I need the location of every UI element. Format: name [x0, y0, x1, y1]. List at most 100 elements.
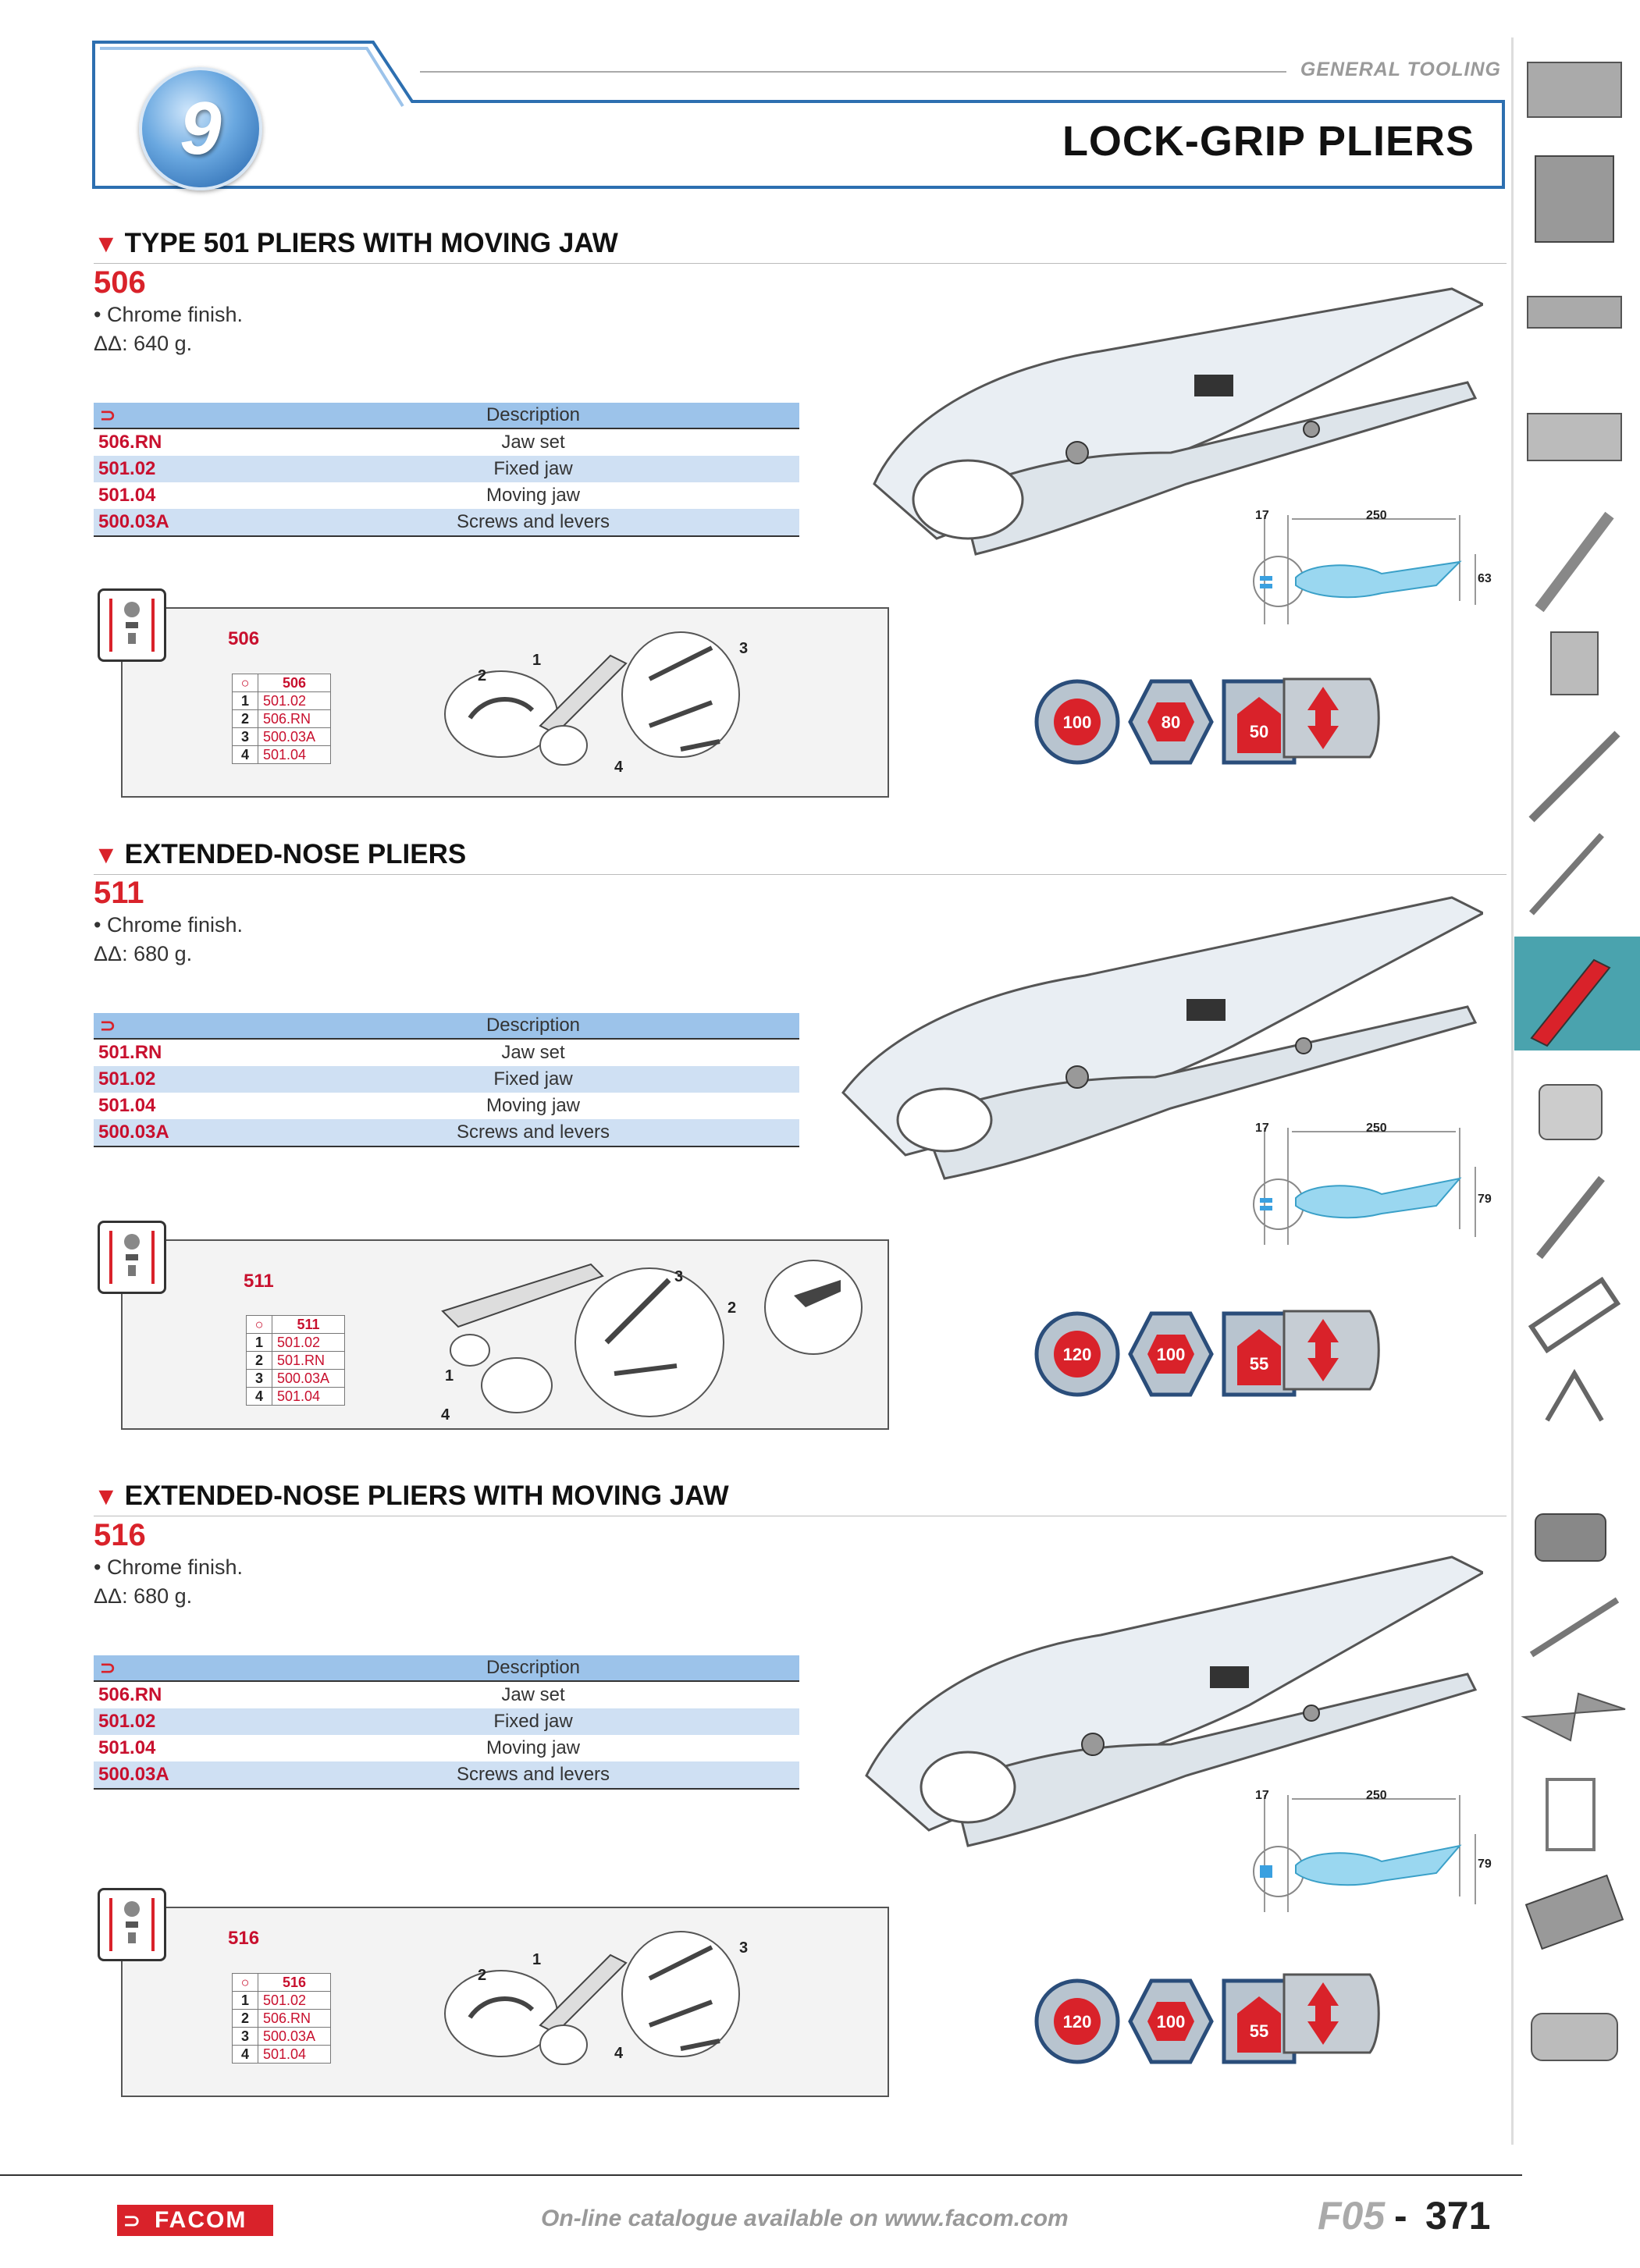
- dimension-length: 250: [1366, 1789, 1387, 1802]
- product-finish: • Chrome finish.: [94, 913, 244, 937]
- dimension-diagram-506: [1253, 515, 1476, 624]
- screwdriver-icon: [1528, 731, 1620, 823]
- impact-wrench-icon: [1535, 1513, 1606, 1562]
- car-icon: [1531, 2013, 1618, 2061]
- pliers-516-image: [865, 1555, 1483, 1847]
- spare-icon-cell: ○: [232, 674, 258, 692]
- product-code: 516: [94, 1518, 146, 1552]
- callout-2: 2: [478, 1967, 487, 1984]
- circuit-icon: [1524, 1874, 1624, 1950]
- product-weight: ΔΔ: 680 g.: [94, 1584, 193, 1608]
- dimension-length: 250: [1366, 509, 1387, 522]
- torque-wrench-icon: [1529, 1597, 1620, 1658]
- flat-capacity-icon: [1237, 1329, 1281, 1385]
- callout-4: 4: [614, 759, 624, 776]
- callout-2: 2: [478, 667, 487, 684]
- product-finish: • Chrome finish.: [94, 1555, 244, 1579]
- round-capacity-icon: [1054, 1998, 1101, 2045]
- hex-capacity-icon: [1147, 2002, 1194, 2041]
- facom-mark-icon: ⊃: [123, 2209, 142, 2232]
- hex-key-icon: [1529, 833, 1604, 915]
- dimension-height: 79: [1478, 1193, 1492, 1206]
- pliers-511-image: [841, 896, 1483, 1180]
- svg-text:120: 120: [1063, 1345, 1092, 1364]
- catalog-code: F05: [1318, 2194, 1386, 2238]
- header-frame: [92, 41, 1505, 189]
- dimension-length: 250: [1366, 1122, 1387, 1135]
- callout-3: 3: [739, 640, 749, 657]
- capacity-badges-511: 120 100 55: [1034, 1311, 1297, 1397]
- svg-text:100: 100: [1157, 2012, 1186, 2032]
- triangle-marker-icon: ▼: [94, 229, 119, 258]
- svg-text:100: 100: [1063, 713, 1092, 732]
- capacity-badges-516: 120 100 55: [1034, 1978, 1297, 2064]
- footer-rule: [0, 2174, 1522, 2176]
- svg-text:120: 120: [1063, 2012, 1092, 2032]
- flat-capacity-icon: [1237, 1996, 1281, 2053]
- svg-text:100: 100: [1157, 1345, 1186, 1364]
- hammer-icon: [1536, 1175, 1605, 1260]
- dimension-height: 79: [1478, 1857, 1492, 1871]
- section-divider: [94, 874, 1507, 875]
- round-capacity-icon: [1054, 699, 1101, 745]
- dimension-jaw: 17: [1255, 1122, 1269, 1135]
- spare-icon-cell: ○: [246, 1315, 272, 1334]
- page-separator: -: [1394, 2194, 1407, 2238]
- hacksaw-icon: [1528, 1276, 1621, 1354]
- exploded-parts-diagram: [444, 1931, 740, 2065]
- dimension-diagram-516: [1253, 1795, 1476, 1912]
- hex-capacity-icon: [1147, 1335, 1194, 1374]
- svg-text:80: 80: [1162, 713, 1180, 732]
- section-heading-516: ▼EXTENDED-NOSE PLIERS WITH MOVING JAW: [94, 1481, 729, 1511]
- facom-logo: ⊃ FACOM: [117, 2205, 273, 2236]
- triangle-marker-icon: ▼: [94, 1482, 119, 1510]
- flat-capacity-icon: [1237, 697, 1281, 753]
- pliers-icon: [1530, 958, 1611, 1047]
- callout-1: 1: [445, 1367, 454, 1385]
- spare-code: 511: [244, 1271, 274, 1292]
- section-heading-506: ▼TYPE 501 PLIERS WITH MOVING JAW: [94, 228, 618, 258]
- section-label: GENERAL TOOLING: [1300, 59, 1501, 80]
- footer-note: On-line catalogue available on www.facom…: [541, 2206, 1069, 2231]
- exploded-parts-diagram: [444, 631, 740, 766]
- svg-text:55: 55: [1250, 2021, 1268, 2041]
- pliers-506-image: [873, 287, 1483, 556]
- triangle-marker-icon: ▼: [94, 841, 119, 869]
- workbench-icon: [1527, 296, 1622, 329]
- product-weight: ΔΔ: 680 g.: [94, 942, 193, 965]
- puller-icon: [1545, 1369, 1604, 1422]
- callout-4: 4: [441, 1406, 450, 1424]
- callout-3: 3: [739, 1939, 749, 1957]
- tape-measure-icon: [1539, 1084, 1603, 1140]
- product-code: 511: [94, 876, 144, 910]
- dimension-jaw: 17: [1255, 509, 1269, 522]
- hex-capacity-icon: [1147, 702, 1194, 741]
- product-code: 506: [94, 265, 146, 300]
- tool-case-icon: [1527, 413, 1622, 461]
- jaw-opening-icon: [1282, 1973, 1380, 2054]
- spare-parts-icon: [98, 588, 166, 662]
